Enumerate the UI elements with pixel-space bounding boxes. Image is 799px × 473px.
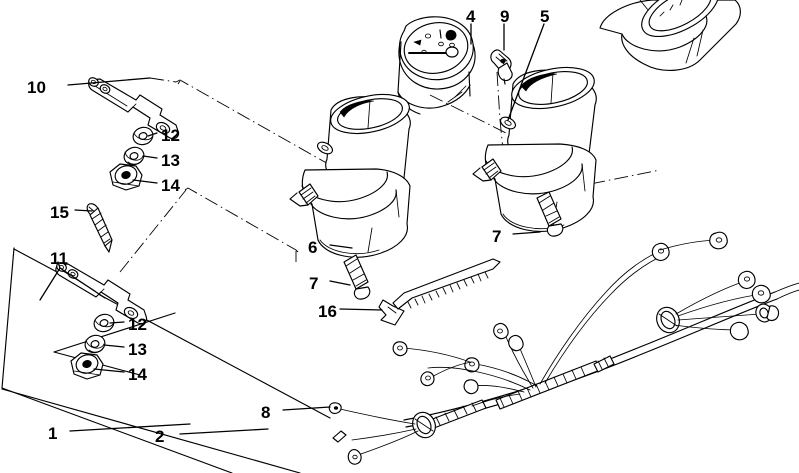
callout-number-12a: 12	[161, 126, 180, 145]
harness-sleeve-left	[429, 399, 487, 429]
callout-number-9: 9	[500, 7, 510, 26]
wiring-harness	[328, 231, 799, 465]
connector-terminal-mid-f	[508, 334, 524, 352]
harness-sleeve-mid	[495, 360, 601, 410]
leader-14a	[132, 179, 158, 184]
connector-terminal-mid-c	[392, 341, 408, 357]
connector-terminal-mid-d	[463, 379, 479, 395]
harness-branch-left-group	[328, 402, 419, 465]
self-tapping-screw	[86, 203, 113, 253]
leader-11	[57, 261, 61, 269]
hex-nut-lower	[70, 352, 104, 380]
callout-number-14b: 14	[128, 365, 147, 384]
leader-12b	[109, 321, 125, 324]
mounting-screw-left-upper	[289, 183, 319, 207]
mounting-screw-right-lower	[536, 191, 564, 237]
guide-lower-link	[119, 189, 187, 273]
leader-2	[179, 428, 269, 435]
callout-leaders	[39, 23, 545, 435]
callout-number-2: 2	[155, 427, 165, 446]
callout-number-4: 4	[466, 7, 476, 26]
guide-upper-corner	[177, 80, 181, 85]
guide-lower-bracket-to-gauge	[184, 187, 299, 253]
leader-10	[67, 77, 151, 86]
hardware-stack-lower	[70, 313, 115, 380]
callout-number-10: 10	[27, 78, 46, 97]
connector-terminal-right-a	[737, 270, 756, 289]
panel-inner-fold-a	[53, 312, 176, 353]
connector-terminal-mid-b	[420, 371, 435, 387]
gauge-dial-face	[397, 16, 476, 115]
connector-terminal-8	[328, 402, 342, 414]
connector-terminal-arc-a	[651, 242, 670, 261]
harness-branch-mid-group	[392, 322, 538, 407]
leader-11b	[59, 267, 106, 299]
callout-number-8: 8	[261, 403, 271, 422]
leader-15	[74, 209, 93, 212]
callout-number-16: 16	[318, 302, 337, 321]
mounting-screw-left-lower	[343, 254, 371, 300]
harness-grommet-left	[412, 411, 436, 439]
leader-7a	[329, 280, 351, 286]
gauge-housing-left	[301, 93, 411, 258]
leader-14b	[93, 368, 125, 373]
callout-number-7a: 7	[309, 274, 319, 293]
harness-branch-right-group	[673, 270, 780, 341]
connector-terminal-left-a	[347, 449, 362, 465]
bulb-socket	[490, 49, 513, 85]
flat-washer-upper	[132, 126, 154, 146]
connector-terminal-right-c	[755, 303, 780, 323]
leader-5	[507, 23, 545, 121]
hex-nut-upper	[109, 163, 143, 191]
dial-indicator-arrow	[413, 39, 422, 46]
callout-number-14a: 14	[161, 176, 180, 195]
callout-number-6: 6	[308, 238, 318, 257]
callout-number-1: 1	[48, 424, 58, 443]
leader-13b	[103, 344, 125, 348]
callout-number-11: 11	[50, 249, 68, 268]
callout-number-5: 5	[540, 7, 550, 26]
cable-tie-teeth	[407, 271, 489, 309]
callout-number-15: 15	[50, 203, 69, 222]
leader-8	[282, 406, 331, 411]
hardware-stack-upper	[109, 126, 154, 191]
callout-number-12b: 12	[128, 315, 147, 334]
harness-branch-upper-arc	[539, 231, 728, 385]
connector-terminal-left-b	[332, 430, 347, 443]
connector-terminal-right-d	[729, 321, 749, 341]
lock-washer-lower	[84, 334, 106, 354]
lock-washer-upper	[123, 146, 145, 166]
mounting-screw-right-upper	[472, 158, 502, 182]
leader-11c	[39, 267, 61, 301]
leader-6	[329, 244, 353, 249]
guide-housing-right	[504, 160, 661, 191]
panel-edge-lower	[1, 388, 301, 473]
harness-grommet-right	[656, 306, 680, 334]
leader-7b	[512, 231, 541, 235]
callout-number-13a: 13	[161, 151, 180, 170]
connector-terminal-arc-b	[709, 231, 728, 250]
harness-sleeve-far-left	[593, 355, 615, 373]
instrument-panel-outline-outer	[1, 247, 233, 473]
cable-tie	[378, 258, 501, 326]
flat-washer-lower	[93, 313, 115, 333]
leader-12a	[147, 132, 158, 137]
gauge-upper-right-partial	[599, 0, 741, 71]
callout-number-13b: 13	[128, 340, 147, 359]
leader-16	[339, 308, 383, 311]
connector-terminal-right-b	[751, 284, 771, 304]
guide-bracket-link	[149, 77, 177, 83]
connector-terminal-mid-e	[493, 322, 509, 340]
leader-13a	[142, 155, 158, 159]
mounting-bracket-upper	[88, 77, 180, 140]
leader-1	[69, 423, 191, 432]
callout-number-7b: 7	[492, 227, 502, 246]
gauge-housing-right	[484, 66, 597, 232]
